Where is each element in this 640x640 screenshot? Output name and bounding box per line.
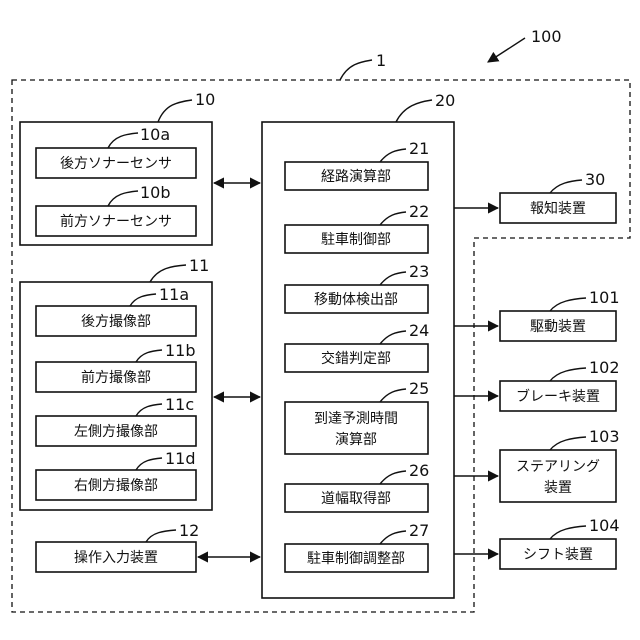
arrival-calc-label-2: 演算部 [335,432,377,448]
arrival-calc-label-1: 到達予測時間 [314,411,398,427]
ref-20: 20 [435,91,455,110]
ref-21: 21 [409,139,429,158]
ref-104: 104 [589,516,620,535]
front-camera-label: 前方撮像部 [81,369,151,386]
leader-101 [550,298,586,311]
ref-11: 11 [189,256,209,275]
rear-camera-label: 後方撮像部 [81,313,151,330]
ref-23: 23 [409,262,429,281]
steering-device-label-1: ステアリング [516,459,600,475]
front-sonar-label: 前方ソナーセンサ [60,213,172,230]
drive-device-label: 駆動装置 [530,319,586,335]
rear-sonar-label: 後方ソナーセンサ [60,156,172,172]
ref-11d: 11d [165,449,196,468]
ref-10a: 10a [140,125,170,144]
ref-12: 12 [179,521,199,540]
ref-10b: 10b [140,183,171,202]
ref-11c: 11c [165,395,194,414]
leader-12 [146,530,176,542]
leader-102 [550,368,586,381]
leader-20 [396,100,432,122]
steering-device-label-2: 装置 [544,480,572,496]
route-calc-label: 経路演算部 [321,169,391,185]
moving-detect-label: 移動体検出部 [314,292,398,308]
leader-103 [550,437,586,450]
leader-1 [340,60,372,80]
leader-30 [550,180,582,193]
brake-device-label: ブレーキ装置 [516,388,600,405]
ref-26: 26 [409,461,429,480]
shift-device-label: シフト装置 [523,547,593,563]
ref-11a: 11a [159,285,189,304]
operation-input-label: 操作入力装置 [74,550,158,566]
ref-1: 1 [376,51,386,70]
ref-22: 22 [409,202,429,221]
left-camera-label: 左側方撮像部 [74,423,158,440]
leader-10 [158,100,192,122]
ref-101: 101 [589,288,620,307]
ref-103: 103 [589,427,620,446]
cross-judge-label: 交錯判定部 [321,350,391,367]
leader-100 [488,38,525,62]
notify-device-label: 報知装置 [530,200,586,217]
leader-104 [550,526,586,539]
ref-100: 100 [531,27,562,46]
ref-27: 27 [409,521,429,540]
parking-control-label: 駐車制御部 [321,231,391,248]
leader-11 [150,265,186,282]
ref-102: 102 [589,358,620,377]
parking-adjust-label: 駐車制御調整部 [307,550,405,567]
right-camera-label: 右側方撮像部 [74,477,158,494]
road-width-label: 道幅取得部 [321,490,391,507]
ref-24: 24 [409,321,429,340]
ref-11b: 11b [165,341,196,360]
ref-30: 30 [585,170,605,189]
ref-10: 10 [195,90,215,109]
ref-25: 25 [409,379,429,398]
